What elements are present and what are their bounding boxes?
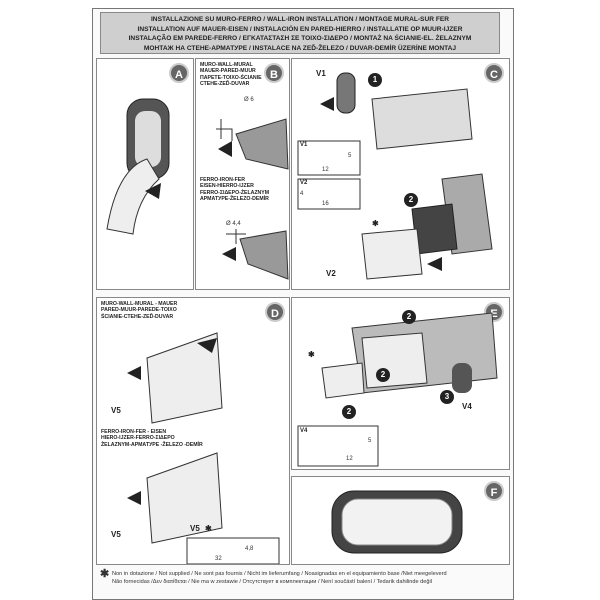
- screw-tag: V1: [300, 142, 308, 148]
- caption-line: СТЕНЕ-ZEĎ-DUVAR: [200, 80, 250, 87]
- drill-illustration: [216, 118, 289, 280]
- screw-v1-label: V1: [316, 69, 326, 78]
- wall-caption: MURO-WALL-MURAL - MAUER PARED-MUUR-PARED…: [101, 301, 177, 320]
- title-line: INSTALAÇÃO EM PAREDE-FERRO / ΕΓΚΑΤΑΣΤΑΣΗ…: [128, 35, 472, 42]
- caption-line: FERRO-IRON-FER: [200, 177, 245, 183]
- screw-diameter: 4,8: [245, 546, 254, 552]
- caption-line: ΠΑΡΕΤΕ-ΤΟΙΧΟ-ŚCIANIE: [200, 74, 262, 81]
- caption-line: FERRO-IRON-FER - EISEN: [101, 429, 167, 435]
- footer-line: Não fornecidas /Δεν διατίθεται / Nie ma …: [112, 579, 432, 585]
- hand-holding-lamp-illustration: [106, 98, 170, 235]
- screw-diameter: 5: [368, 438, 372, 444]
- caption-line: HIERO-IJZER-FERRO-ΣΙΔΕΡΟ: [101, 435, 175, 442]
- caption-line: MURO-WALL-MURAL: [200, 62, 253, 68]
- step-number-2: 2: [342, 405, 356, 419]
- step-badge: A: [169, 63, 189, 83]
- step-b-panel: MURO-WALL-MURAL MAUER-PARED-MUUR ΠΑΡΕΤΕ-…: [195, 58, 290, 290]
- not-supplied-star: ✱: [308, 350, 315, 359]
- step-number-3: 3: [440, 390, 454, 404]
- screw-length: 16: [322, 201, 329, 207]
- iron-caption: FERRO-IRON-FER EISEN-HIERRO-IJZER FERRO-…: [200, 177, 269, 202]
- step-number-2: 2: [402, 310, 416, 324]
- caption-line: EISEN-HIERRO-IJZER: [200, 183, 254, 190]
- step-badge: B: [264, 63, 284, 83]
- step-a-panel: A: [96, 58, 194, 290]
- screw-v5-label: V5: [111, 406, 121, 415]
- page-title: INSTALLAZIONE SU MURO-FERRO / WALL-IRON …: [100, 12, 500, 54]
- screw-tag: V4: [300, 428, 308, 434]
- screw-tag: V5: [190, 524, 200, 533]
- step-number-2: 2: [404, 193, 418, 207]
- screw-diameter: 4: [300, 191, 304, 197]
- step-e-panel: E 2 2 2 3 V4 ✱ V4 5 12: [291, 297, 510, 470]
- screw-length: 12: [322, 167, 329, 173]
- caption-line: MURO-WALL-MURAL - MAUER: [101, 301, 178, 307]
- not-supplied-star: ✱: [100, 568, 110, 580]
- screw-v5-label: V5: [111, 530, 121, 539]
- iron-caption: FERRO-IRON-FER - EISEN HIERO-IJZER-FERRO…: [101, 429, 203, 448]
- caption-line: ŻELAZNYM-АРМАТУРЕ -ŽELEZO -DEMİR: [101, 441, 203, 448]
- bracket-mounting-illustration: [127, 332, 280, 564]
- wall-caption: MURO-WALL-MURAL MAUER-PARED-MUUR ΠΑΡΕΤΕ-…: [200, 62, 262, 87]
- title-line: INSTALLAZIONE SU MURO-FERRO / WALL-IRON …: [150, 16, 450, 23]
- lamp-assembly-illustration: [297, 312, 498, 467]
- step-badge: C: [484, 63, 504, 83]
- step-badge: D: [265, 302, 285, 322]
- caption-line: PARED-MUUR-PAREDE-ΤΟΙΧΟ: [101, 307, 177, 314]
- drill-size-iron: Ø 4,4: [226, 221, 241, 227]
- title-line: МОНТАЖ НА СТЕНЕ-АРМАТУРЕ / INSTALACE NA …: [143, 44, 457, 52]
- footer-line: Non in dotazione / Not supplied / Ne son…: [112, 571, 447, 577]
- caption-line: АРМАТУРЕ-ŽELEZO-DEMİR: [200, 195, 269, 202]
- screw-tag: V2: [300, 180, 308, 186]
- screw-length: 32: [215, 556, 222, 562]
- step-d-panel: MURO-WALL-MURAL - MAUER PARED-MUUR-PARED…: [96, 297, 290, 565]
- screw-diameter: 5: [348, 153, 352, 159]
- step-c-panel: C V1 1 V1 5 12 V2 4 16 2 ✱ V2: [291, 58, 510, 290]
- step-number-2: 2: [376, 368, 390, 382]
- step-f-panel: F: [291, 476, 510, 565]
- caption-line: MAUER-PARED-MUUR: [200, 68, 256, 75]
- finished-lamp-illustration: [331, 490, 463, 554]
- caption-line: FERRO-ΣΙΔΕΡΟ-ŻELAZNYM: [200, 189, 270, 196]
- title-line: INSTALLATION AUF MAUER-EISEN / INSTALACI…: [137, 25, 463, 33]
- screw-length: 12: [346, 456, 353, 462]
- drill-size-wall: Ø 6: [244, 97, 254, 103]
- screw-v4-label: V4: [462, 402, 472, 411]
- assembly-illustration: [297, 72, 493, 280]
- not-supplied-star: ✱: [372, 219, 379, 228]
- footer-note: ✱ Non in dotazione / Not supplied / Ne s…: [100, 568, 505, 586]
- step-number-1: 1: [368, 73, 382, 87]
- caption-line: ŚCIANIE-СТЕНЕ-ZEĎ-DUVAR: [101, 313, 174, 320]
- step-badge: F: [484, 481, 504, 501]
- not-supplied-star: ✱: [205, 524, 212, 533]
- screw-v2-label: V2: [326, 269, 336, 278]
